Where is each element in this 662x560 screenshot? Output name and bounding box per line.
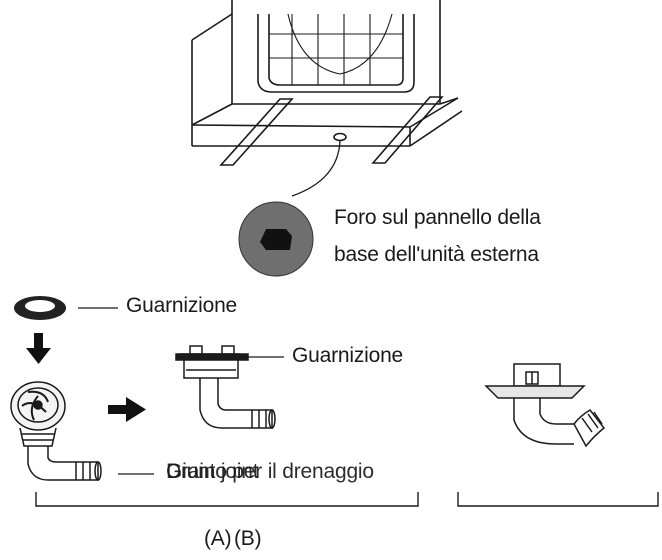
drain-joint-a-icon — [10, 381, 102, 481]
gasket-top-label: Guarnizione — [126, 294, 238, 317]
drain-joint-label: Drain joint — [166, 460, 259, 483]
hole-label-line1: Foro sul pannello della — [334, 206, 541, 229]
drain-joint-label-overlap: Giunto per il drenaggio — [166, 460, 374, 483]
arrow-right-icon — [108, 397, 146, 422]
caption-a: (A) — [204, 527, 232, 550]
caption-b: (B) — [234, 527, 262, 550]
bracket-right — [457, 492, 659, 507]
gasket-icon — [14, 296, 66, 320]
hole-label-line2: base dell'unità esterna — [334, 243, 539, 266]
drain-joint-assembled-icon — [484, 363, 606, 448]
drain-joint-b-icon — [175, 345, 276, 429]
base-hole-magnified-icon — [238, 201, 314, 277]
outdoor-unit-base-icon — [191, 0, 463, 166]
bracket-left — [35, 492, 419, 507]
hole-leader-line — [291, 140, 341, 197]
gasket-mid-label: Guarnizione — [292, 344, 404, 367]
arrow-down-icon — [26, 333, 51, 364]
